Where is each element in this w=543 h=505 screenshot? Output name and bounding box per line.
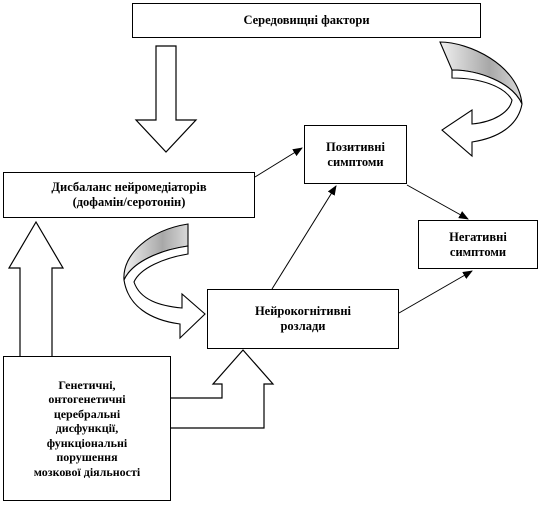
arrow-cognitive-to-positive bbox=[271, 185, 337, 290]
neurocognitive-line2: розлади bbox=[280, 319, 326, 333]
neurocognitive-disorders-box: Нейрокогнітивні розлади bbox=[207, 289, 399, 349]
genetic-line7: мозкової діяльності bbox=[33, 464, 141, 479]
genetic-line4: дисфункції, bbox=[55, 421, 119, 436]
environmental-factors-label: Середовищні фактори bbox=[243, 13, 370, 27]
genetic-line6: порушення bbox=[56, 450, 118, 465]
curved-arrow-imbalance-to-cognitive bbox=[123, 223, 206, 340]
hollow-arrow-genetic-to-cognitive bbox=[171, 349, 275, 429]
imbalance-line1: Дисбаланс нейромедіаторів bbox=[51, 180, 207, 194]
genetic-line5: функціональні bbox=[46, 435, 128, 450]
arrow-imbalance-to-positive bbox=[254, 147, 303, 178]
positive-symptoms-line2: симптоми bbox=[327, 154, 384, 169]
curved-arrow-env-to-positive bbox=[439, 41, 523, 158]
hollow-arrow-genetic-to-imbalance bbox=[7, 220, 65, 356]
genetic-factors-box: Генетичні, онтогенетичні церебральні дис… bbox=[3, 356, 171, 501]
negative-symptoms-line2: симптоми bbox=[449, 244, 507, 259]
environmental-factors-box: Середовищні фактори bbox=[132, 3, 481, 38]
neurotransmitter-imbalance-box: Дисбаланс нейромедіаторів (дофамін/серот… bbox=[3, 172, 255, 218]
neurocognitive-line1: Нейрокогнітивні bbox=[254, 304, 352, 318]
arrow-positive-to-negative bbox=[406, 184, 469, 220]
negative-symptoms-line1: Негативні bbox=[449, 229, 507, 244]
hollow-arrow-env-to-imbalance bbox=[134, 45, 198, 153]
genetic-line2: онтогенетичні bbox=[48, 392, 126, 407]
negative-symptoms-box: Негативні симптоми bbox=[418, 220, 538, 269]
positive-symptoms-box: Позитивні симптоми bbox=[304, 125, 407, 184]
genetic-line3: церебральні bbox=[53, 406, 121, 421]
arrow-cognitive-to-negative bbox=[398, 270, 473, 314]
imbalance-line2: (дофамін/серотонін) bbox=[72, 195, 186, 209]
genetic-line1: Генетичні, bbox=[58, 377, 116, 392]
positive-symptoms-line1: Позитивні bbox=[326, 139, 385, 154]
